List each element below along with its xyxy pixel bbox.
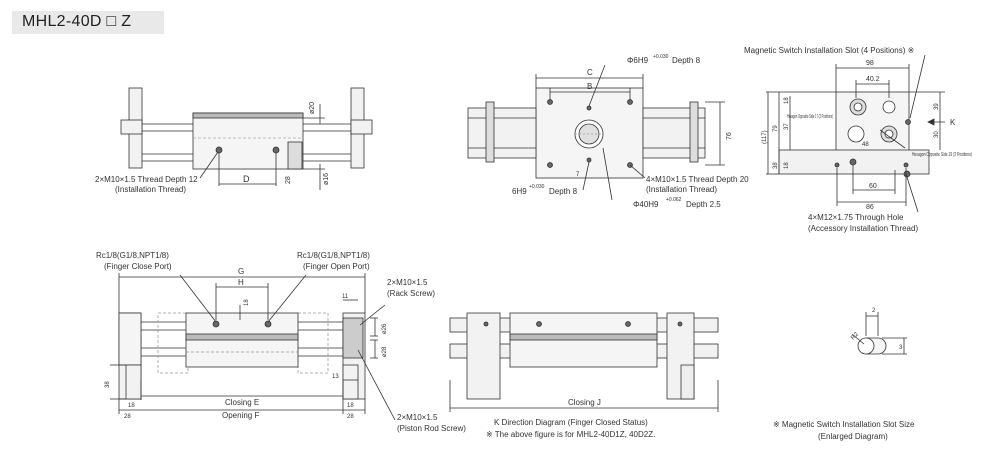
dim-98-label: 98 — [866, 60, 874, 67]
dim-28-top-label: 28 — [285, 176, 292, 184]
piston-screw-label: 2×M10×1.5 — [397, 413, 438, 422]
dim-117-label: (117) — [762, 130, 768, 144]
slot-detail-view — [851, 312, 907, 355]
side-view — [766, 54, 945, 213]
dim-g-label: G — [238, 267, 244, 276]
opening-f-label: Opening F — [222, 411, 259, 420]
dim-18-front-label: 18 — [244, 299, 250, 306]
dim-phi28-label: ø28 — [382, 346, 388, 357]
hex-17-label: Hexagon Opposite Side 17 (2 Positions) — [787, 114, 833, 120]
dim-28-left-label: 28 — [124, 414, 131, 420]
piston-screw-sub: (Piston Rod Screw) — [397, 424, 466, 433]
open-port-label: Rc1/8(G1/8,NPT1/8) — [297, 251, 370, 260]
closing-e-label: Closing E — [225, 398, 259, 407]
dim-7-label: 7 — [576, 172, 580, 178]
dim-phi20-label: ø20 — [309, 102, 316, 114]
dim-79-label: 79 — [773, 125, 779, 132]
thread-4x-sub: (Installation Thread) — [646, 185, 717, 194]
bore-tol: +0.062 — [666, 197, 682, 203]
dim-38-side-label: 38 — [773, 162, 779, 169]
pin-top-depth: Depth 8 — [672, 56, 701, 65]
slot-size-title: ※ Magnetic Switch Installation Slot Size — [773, 420, 915, 429]
dim-13-label: 13 — [332, 374, 339, 380]
dim-11-label: 11 — [342, 294, 349, 300]
dim-60-label: 60 — [869, 183, 877, 190]
through-hole-sub: (Accessory Installation Thread) — [808, 224, 918, 233]
install-thread-a-sub: (Installation Thread) — [115, 185, 186, 194]
dim-c-label: C — [587, 68, 593, 77]
bore-depth: Depth 2.5 — [686, 200, 721, 209]
dim-76-label: 76 — [726, 132, 733, 140]
pin-top-tol: +0.030 — [653, 54, 669, 60]
top-view — [120, 87, 373, 190]
hex-19-label: Hexagon Opposite Side 19 (2 Positions) — [912, 152, 972, 158]
dim-18-right-label: 18 — [347, 403, 354, 409]
mag-slot-title: Magnetic Switch Installation Slot (4 Pos… — [744, 46, 914, 55]
dim-48-label: 48 — [862, 142, 869, 148]
through-hole-label: 4×M12×1.75 Through Hole — [808, 213, 904, 222]
dim-r2-label: R2 — [850, 331, 860, 341]
bore-label: Φ40H9 — [633, 200, 659, 209]
pin-bottom-label: 6H9 — [512, 187, 527, 196]
pin-bottom-tol: +0.030 — [529, 184, 545, 190]
pin-bottom-depth: Depth 8 — [549, 187, 578, 196]
dim-39-label: 39 — [934, 103, 940, 110]
pin-top-label: Φ6H9 — [627, 56, 649, 65]
plan-view — [467, 64, 725, 201]
model-title: MHL2-40D □ Z — [22, 13, 132, 30]
dim-38-front-label: 38 — [105, 381, 111, 388]
dim-37-label: 37 — [784, 123, 790, 130]
dim-18-side-top: 18 — [784, 97, 790, 104]
rack-screw-label: 2×M10×1.5 — [387, 278, 428, 287]
figure-note-label: ※ The above figure is for MHL2-40D1Z, 40… — [486, 430, 655, 439]
front-view — [110, 273, 396, 421]
dim-2-label: 2 — [872, 308, 876, 314]
closing-j-label: Closing J — [568, 398, 601, 407]
dim-h-label: H — [238, 278, 244, 287]
dim-18-side-label: 18 — [784, 162, 790, 169]
dim-d-label: D — [243, 174, 250, 184]
rack-screw-sub: (Rack Screw) — [387, 289, 435, 298]
dim-phi26-label: ø26 — [382, 323, 388, 334]
slot-size-sub: (Enlarged Diagram) — [818, 432, 888, 441]
dim-3-label: 3 — [899, 345, 903, 351]
dim-86-label: 86 — [866, 204, 874, 211]
thread-4x-label: 4×M10×1.5 Thread Depth 20 — [646, 175, 749, 184]
dim-18-left-label: 18 — [128, 403, 135, 409]
k-direction-view — [449, 312, 719, 412]
close-port-sub: (Finger Close Port) — [104, 262, 172, 271]
dim-phi16-label: ø16 — [323, 173, 330, 185]
dim-40-2-label: 40.2 — [866, 76, 880, 83]
install-thread-a-label: 2×M10×1.5 Thread Depth 12 — [95, 175, 198, 184]
open-port-sub: (Finger Open Port) — [303, 262, 370, 271]
dim-28-right-label: 28 — [347, 414, 354, 420]
k-direction-label: K Direction Diagram (Finger Closed Statu… — [494, 418, 648, 427]
dim-30-label: 30 — [934, 131, 940, 138]
dim-b-label: B — [587, 82, 592, 91]
title-tab — [12, 11, 164, 34]
close-port-label: Rc1/8(G1/8,NPT1/8) — [96, 251, 169, 260]
k-arrow-label: K — [950, 118, 956, 127]
